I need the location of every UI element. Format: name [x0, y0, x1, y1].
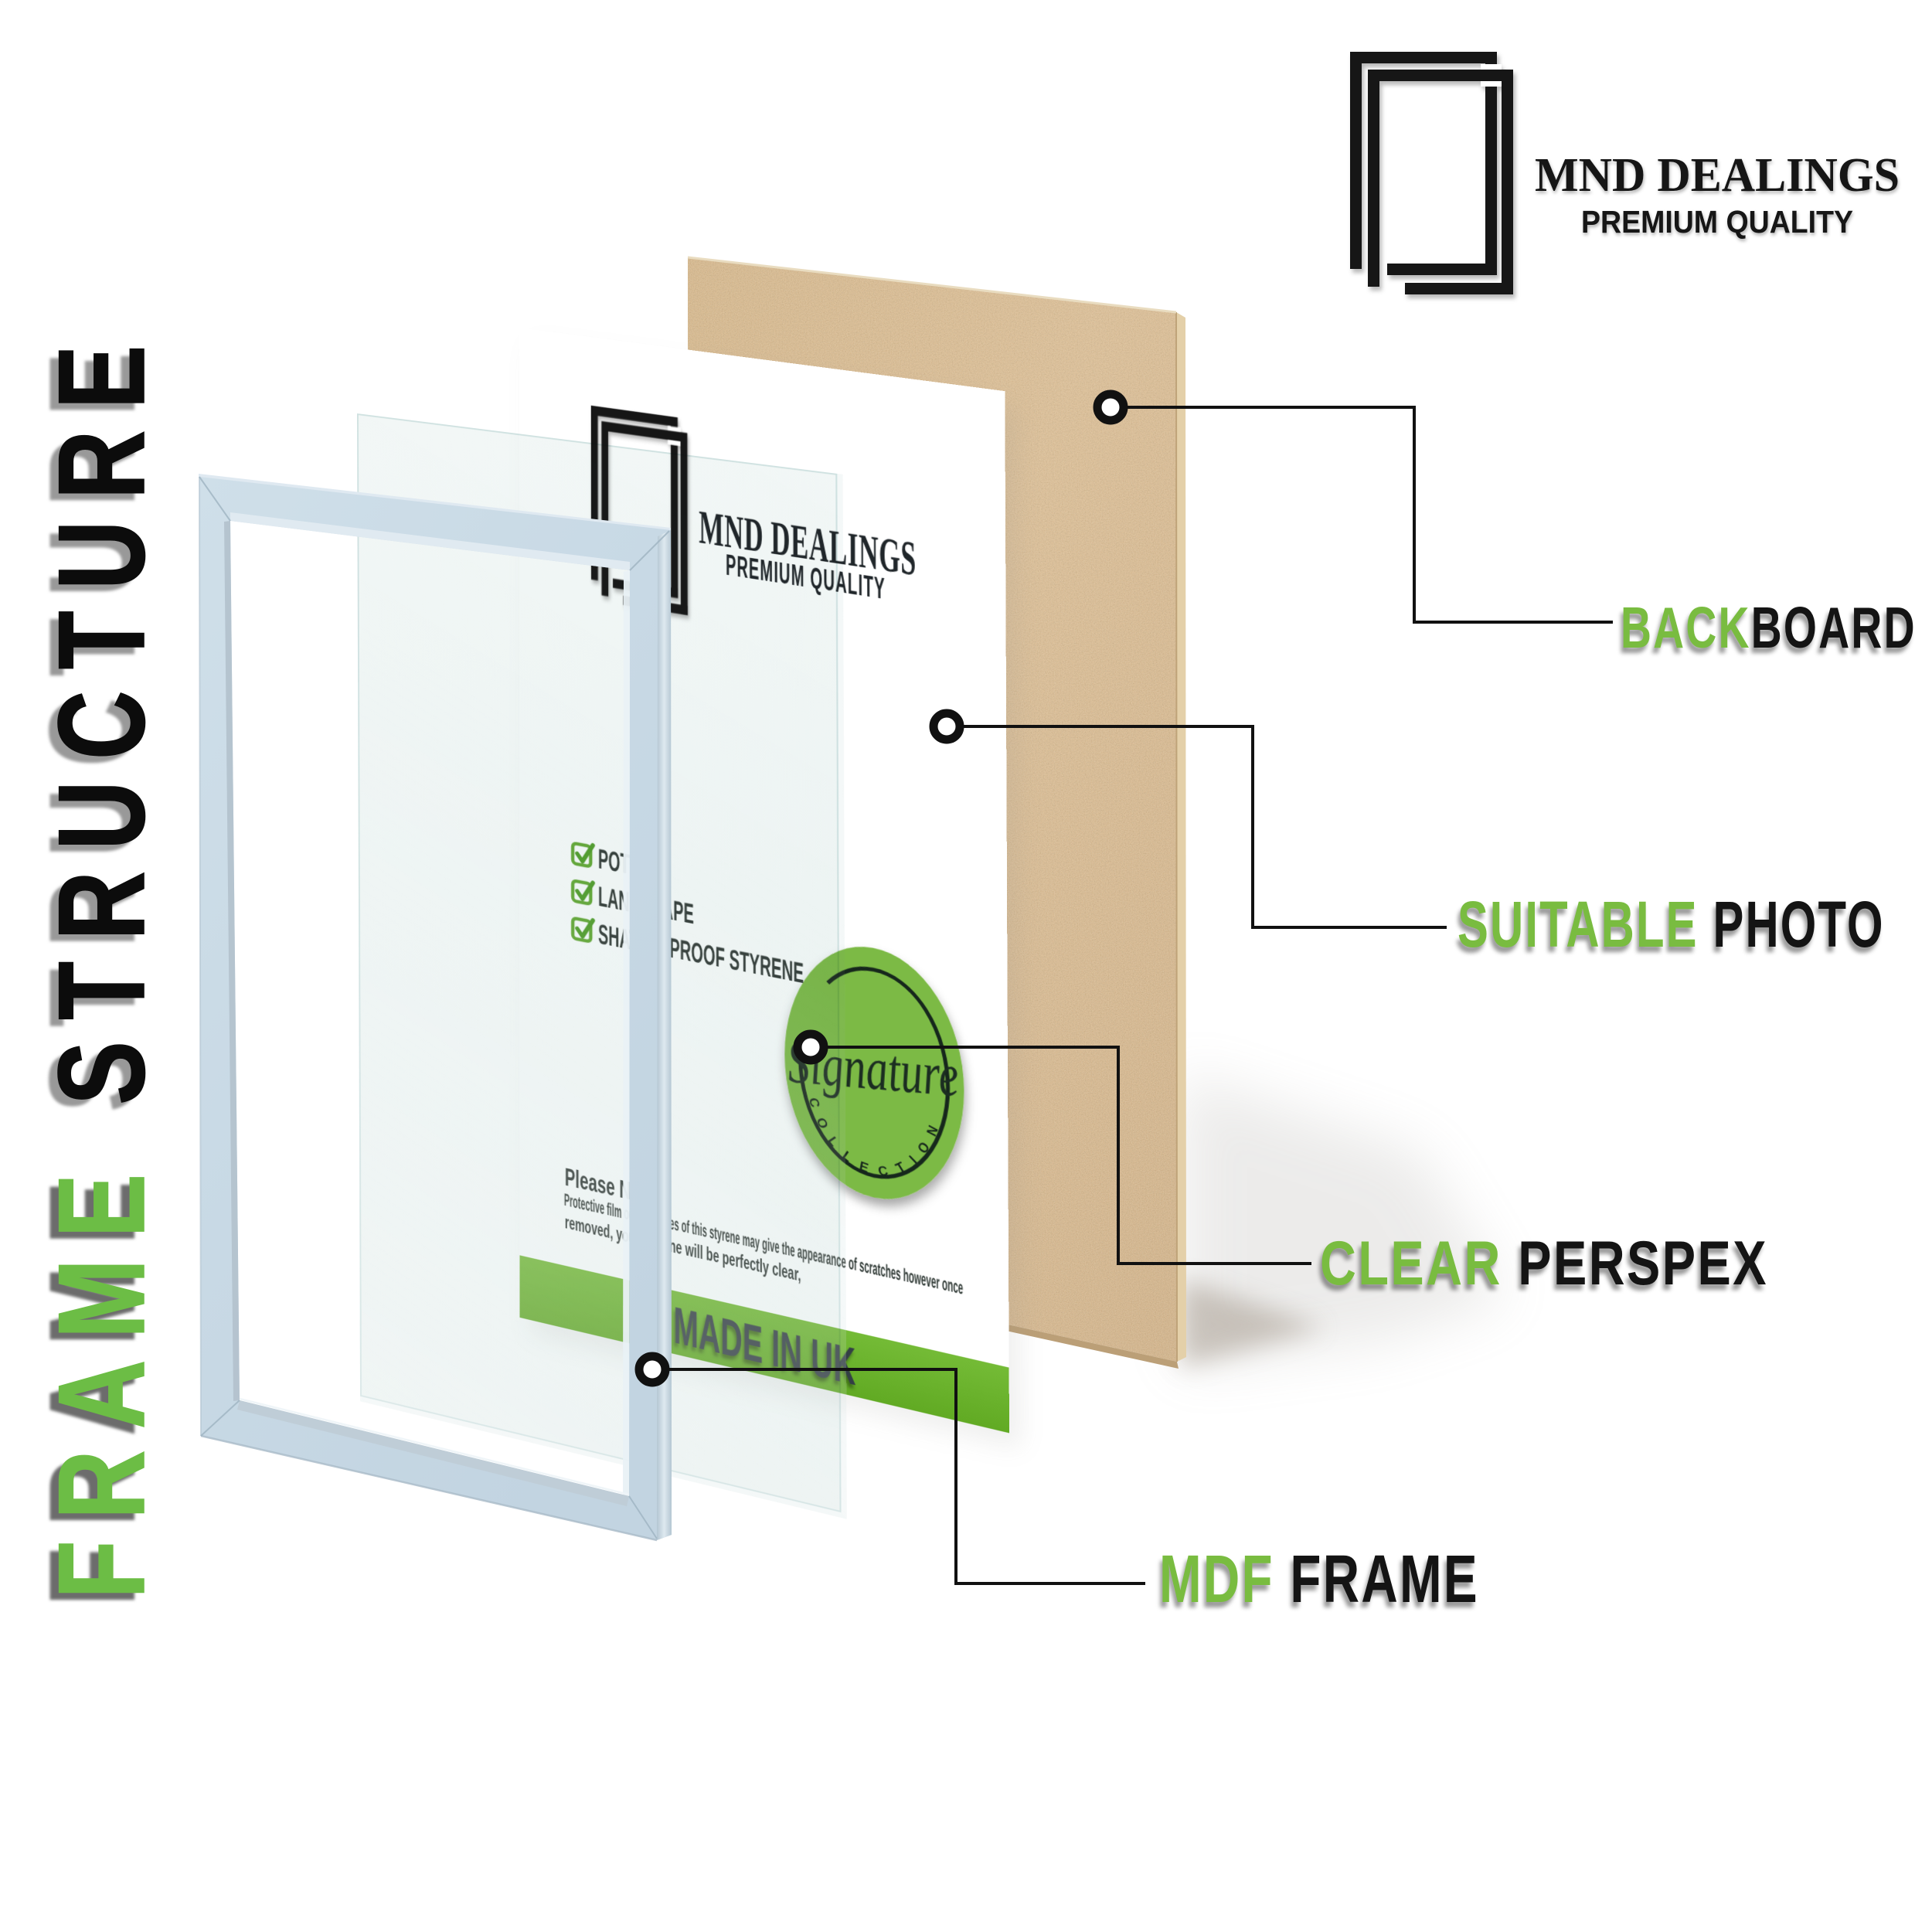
svg-text:PREMIUM QUALITY: PREMIUM QUALITY	[1581, 204, 1853, 240]
svg-text:MND DEALINGS: MND DEALINGS	[1535, 149, 1900, 202]
